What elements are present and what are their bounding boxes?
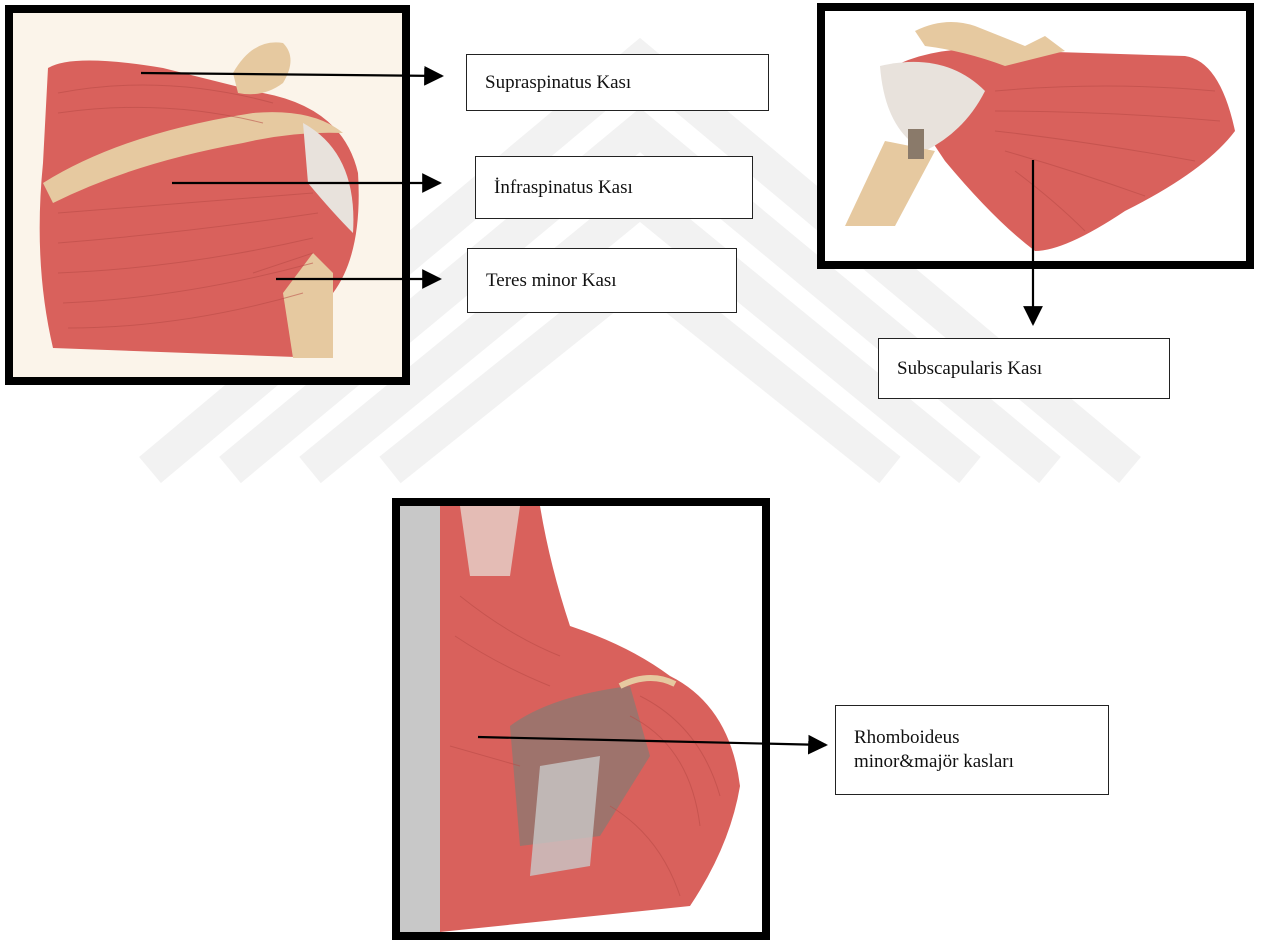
rhomboideus-label: Rhomboideus minor&majör kasları <box>835 705 1109 795</box>
infraspinatus-label: İnfraspinatus Kası <box>475 156 753 219</box>
teres-minor-label: Teres minor Kası <box>467 248 737 313</box>
rhomboideus-label-line1: Rhomboideus <box>854 726 960 750</box>
subscapularis-label-text: Subscapularis Kası <box>897 357 1042 381</box>
supraspinatus-label-text: Supraspinatus Kası <box>485 71 631 95</box>
rhomboideus-label-line2: minor&majör kasları <box>854 750 1014 774</box>
subscapularis-label: Subscapularis Kası <box>878 338 1170 399</box>
posterior-shoulder-figure <box>5 5 410 385</box>
back-muscles-figure <box>392 498 770 940</box>
anterior-shoulder-figure <box>817 3 1254 269</box>
supraspinatus-label: Supraspinatus Kası <box>466 54 769 111</box>
infraspinatus-label-text: İnfraspinatus Kası <box>494 176 633 200</box>
teres-minor-label-text: Teres minor Kası <box>486 269 617 293</box>
back-muscles-illustration <box>400 506 762 932</box>
posterior-shoulder-illustration <box>13 13 402 377</box>
anterior-shoulder-illustration <box>825 11 1246 261</box>
